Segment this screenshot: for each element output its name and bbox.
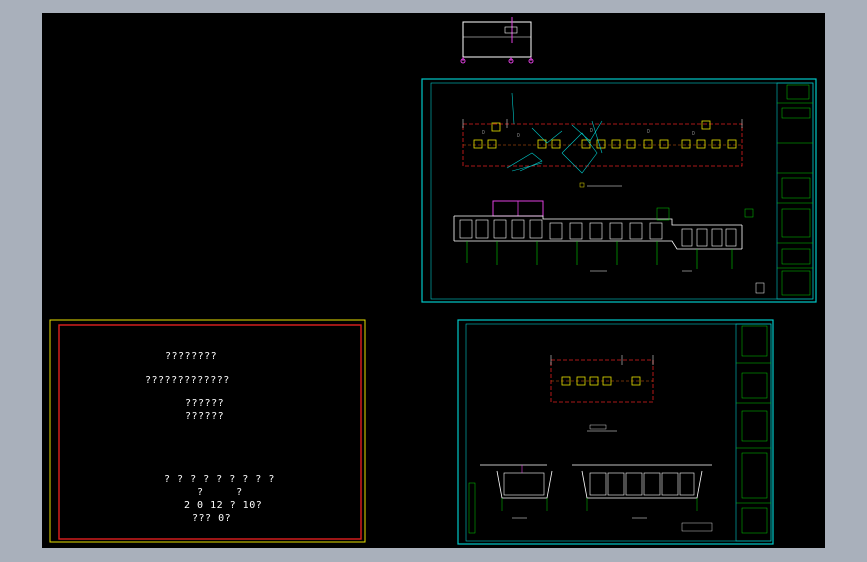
sheet-plan-section-small[interactable]	[457, 319, 774, 545]
title-block-large	[777, 84, 813, 296]
cad-drawing[interactable]: □ □ □ □ □	[42, 13, 825, 548]
svg-text:□: □	[692, 130, 695, 135]
section-view-small-right	[572, 464, 713, 532]
cover-sheet[interactable]	[49, 319, 366, 543]
plan-view-large: □ □ □ □ □	[462, 92, 743, 188]
svg-text:□: □	[482, 129, 485, 134]
svg-text:□: □	[647, 128, 650, 133]
section-view-small-left	[480, 464, 553, 519]
side-notes-small	[468, 482, 476, 534]
cover-title-line3: ??????	[185, 398, 225, 409]
section-view-large	[453, 200, 754, 272]
cover-title-line2: ?????????????	[145, 375, 230, 386]
svg-text:□: □	[590, 127, 593, 132]
title-block-small	[736, 325, 771, 534]
drawing-canvas[interactable]: □ □ □ □ □	[42, 13, 825, 548]
sheet-plan-section-large[interactable]: □ □ □ □ □	[421, 78, 817, 303]
cover-date: 2 0 12 ? 10?	[184, 500, 263, 511]
stamp-large	[755, 282, 765, 294]
legend-block-top	[460, 17, 534, 64]
cover-footer-line1: ? ? ? ? ? ? ? ? ?	[164, 474, 275, 485]
cover-title-line4: ??????	[185, 411, 225, 422]
cover-footer-line2: ? ?	[197, 487, 243, 498]
svg-text:□: □	[517, 132, 520, 137]
cover-footer-line4: ??? 0?	[192, 513, 232, 524]
plan-view-small	[550, 355, 654, 432]
cover-title-line1: ????????	[165, 351, 218, 362]
